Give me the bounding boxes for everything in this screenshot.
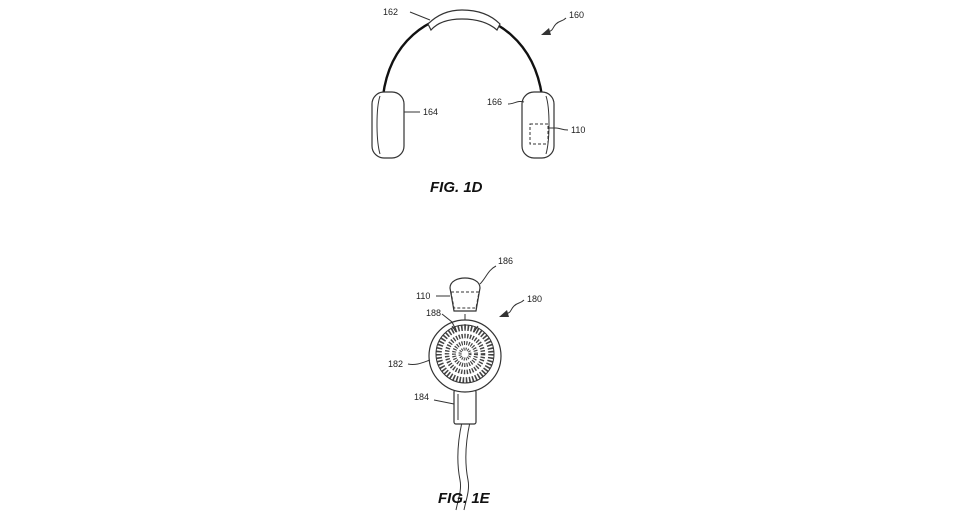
earbud-body [428, 319, 502, 393]
earbud-cable [455, 421, 463, 511]
ref-184: 184 [414, 392, 429, 402]
ref-166: 166 [487, 97, 502, 107]
headband-pad [427, 9, 501, 32]
left-ear-cup [371, 91, 405, 159]
ref-110-1e: 110 [416, 291, 430, 301]
earbud-drawing: 186 110 180 188 182 184 FIG. 1E [388, 256, 542, 511]
headband-arc [381, 12, 544, 97]
ref-186: 186 [498, 256, 513, 266]
ref-110-1d: 110 [571, 125, 585, 135]
ref-182: 182 [388, 359, 403, 369]
earbud-stem [453, 389, 477, 425]
figure-1e-caption: FIG. 1E [438, 490, 491, 507]
figure-1d-caption: FIG. 1D [430, 179, 483, 196]
ref-188: 188 [426, 308, 441, 318]
speaker-grille [435, 324, 495, 384]
ear-tip [449, 277, 481, 312]
headphones-drawing: 162 160 164 166 110 FIG. 1D [371, 7, 585, 196]
ref-164: 164 [423, 107, 438, 117]
ref-160: 160 [569, 10, 584, 20]
module-outline [529, 123, 549, 145]
ref-180: 180 [527, 294, 542, 304]
ref-162: 162 [383, 7, 398, 17]
right-ear-cup [521, 91, 555, 159]
